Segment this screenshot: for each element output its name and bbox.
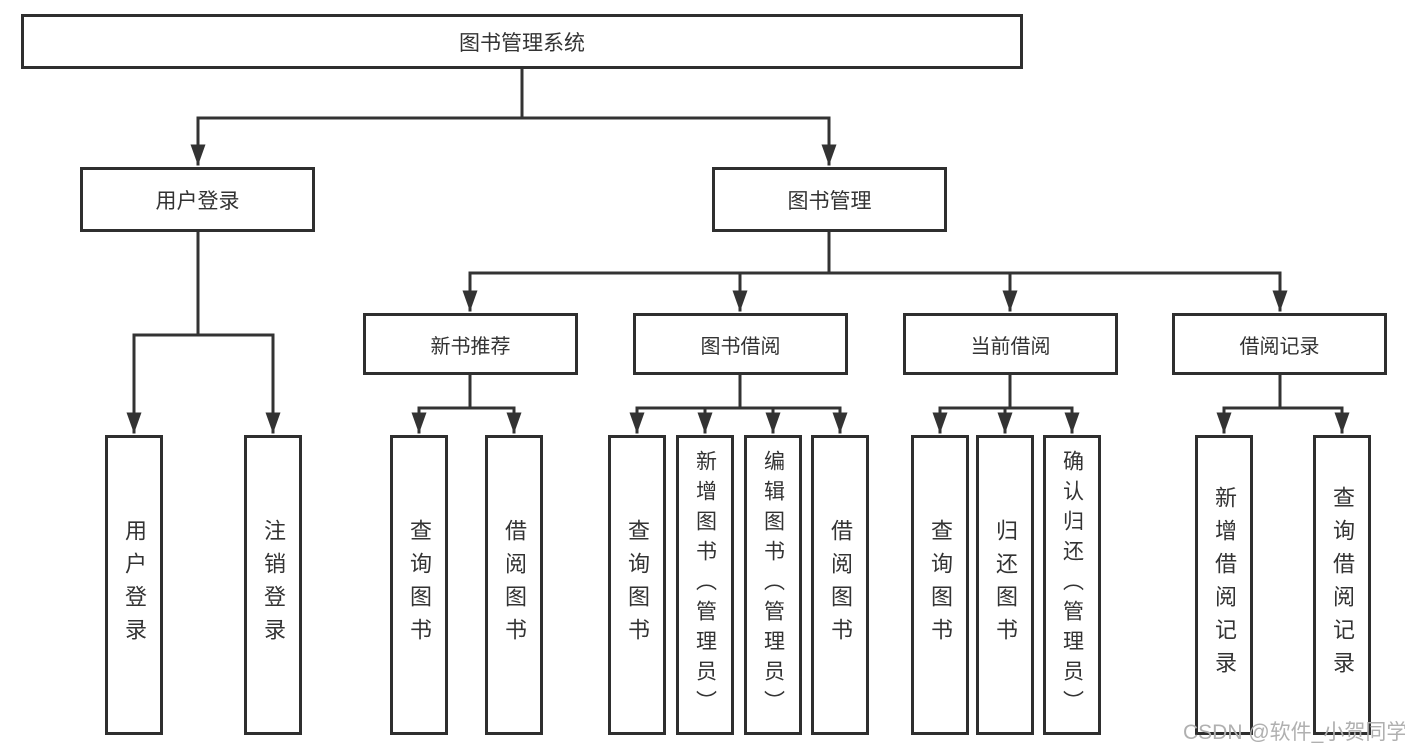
leaf-query-books-current: 查询图书 — [911, 435, 969, 735]
node-book-management: 图书管理 — [712, 167, 947, 232]
node-book-borrow: 图书借阅 — [633, 313, 848, 375]
leaf-query-books-borrow: 查询图书 — [608, 435, 666, 735]
leaf-add-borrow-record: 新增借阅记录 — [1195, 435, 1253, 735]
leaf-label: 查询图书 — [625, 519, 650, 651]
leaf-label: 确认归还（管理员） — [1060, 450, 1084, 720]
node-label: 新书推荐 — [430, 335, 511, 358]
leaf-user-login: 用户登录 — [105, 435, 163, 735]
leaf-label: 查询借阅记录 — [1330, 486, 1355, 684]
node-label: 当前借阅 — [970, 335, 1051, 358]
node-label: 借阅记录 — [1239, 335, 1320, 358]
node-label: 用户登录 — [155, 189, 240, 213]
leaf-label: 查询图书 — [407, 519, 432, 651]
node-current-borrow: 当前借阅 — [903, 313, 1118, 375]
leaf-label: 新增借阅记录 — [1212, 486, 1237, 684]
leaf-label: 借阅图书 — [828, 519, 853, 651]
leaf-label: 借阅图书 — [502, 519, 527, 651]
leaf-confirm-return-admin: 确认归还（管理员） — [1043, 435, 1101, 735]
leaf-add-books-admin: 新增图书（管理员） — [676, 435, 734, 735]
leaf-return-books: 归还图书 — [976, 435, 1034, 735]
leaf-edit-books-admin: 编辑图书（管理员） — [744, 435, 802, 735]
leaf-label: 用户登录 — [122, 519, 147, 651]
node-library-management-system: 图书管理系统 — [21, 14, 1023, 69]
node-label: 图书管理系统 — [459, 31, 585, 55]
leaf-label: 注销登录 — [261, 519, 286, 651]
leaf-label: 新增图书（管理员） — [693, 450, 717, 720]
leaf-label: 编辑图书（管理员） — [761, 450, 785, 720]
node-user-login: 用户登录 — [80, 167, 315, 232]
leaf-label: 归还图书 — [993, 519, 1018, 651]
node-new-book-recommend: 新书推荐 — [363, 313, 578, 375]
leaf-logout-login: 注销登录 — [244, 435, 302, 735]
node-borrow-record: 借阅记录 — [1172, 313, 1387, 375]
leaf-borrow-books: 借阅图书 — [811, 435, 869, 735]
node-label: 图书借阅 — [700, 335, 781, 358]
leaf-borrow-books-recommend: 借阅图书 — [485, 435, 543, 735]
leaf-label: 查询图书 — [928, 519, 953, 651]
node-label: 图书管理 — [787, 189, 872, 213]
leaf-query-borrow-record: 查询借阅记录 — [1313, 435, 1371, 735]
leaf-query-books-recommend: 查询图书 — [390, 435, 448, 735]
